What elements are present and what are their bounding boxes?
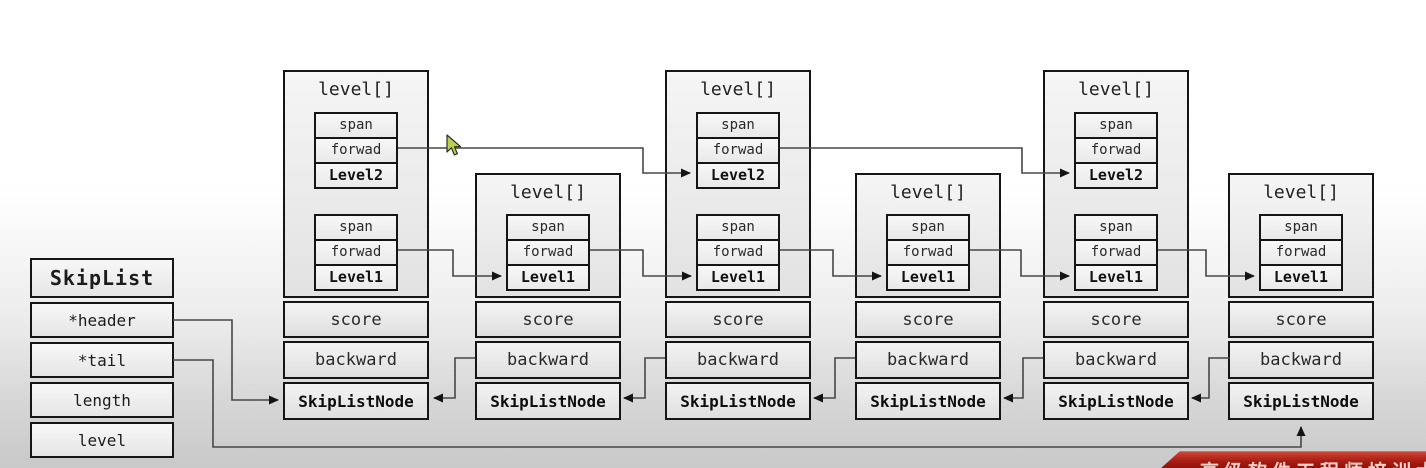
banner-text: 高级软件工程师培训大厂: [1200, 457, 1426, 468]
arrow-node5-backward-to-node4: [1003, 357, 1043, 403]
level1-cell: Level1: [1261, 266, 1341, 289]
node-footer: SkipListNode: [855, 382, 1001, 420]
level1-cell: Level1: [888, 266, 968, 289]
level-array-box: level[] span forwad Level2 span forwad L…: [665, 70, 811, 298]
forward-cell: forwad: [1076, 139, 1156, 164]
level1-cell: Level1: [508, 266, 588, 289]
skiplist-field-header: *header: [30, 302, 174, 338]
level1-box: span forwad Level1: [696, 214, 780, 291]
level1-box: span forwad Level1: [314, 214, 398, 291]
span-cell: span: [888, 216, 968, 241]
level-array-box: level[] span forwad Level1: [1228, 173, 1374, 298]
level-array-box: level[] span forwad Level1: [855, 173, 1001, 298]
level2-box: span forwad Level2: [1074, 112, 1158, 189]
level2-cell: Level2: [1076, 164, 1156, 187]
level1-cell: Level1: [698, 266, 778, 289]
level-array-label: level[]: [318, 79, 394, 100]
forward-cell: forwad: [698, 139, 778, 164]
arrow-node3-backward-to-node2: [623, 357, 665, 403]
level1-box: span forwad Level1: [1074, 214, 1158, 291]
arrow-node1-level2-forward-to-node3: [398, 147, 691, 178]
arrow-node6-backward-to-node5: [1191, 357, 1230, 403]
forward-cell: forwad: [316, 241, 396, 266]
level2-box: span forwad Level2: [696, 112, 780, 189]
score-row: score: [1228, 301, 1374, 338]
level-array-label: level[]: [1078, 79, 1154, 100]
backward-row: backward: [475, 341, 621, 379]
forward-cell: forwad: [698, 241, 778, 266]
span-cell: span: [698, 114, 778, 139]
node-footer: SkipListNode: [475, 382, 621, 420]
course-ad-banner: 高级软件工程师培训大厂: [1160, 451, 1426, 468]
arrow-node3-level2-forward-to-node5: [780, 147, 1070, 178]
level1-box: span forwad Level1: [506, 214, 590, 291]
node-footer: SkipListNode: [1228, 382, 1374, 420]
backward-row: backward: [665, 341, 811, 379]
skiplist-field-tail: *tail: [30, 342, 174, 378]
level-array-label: level[]: [510, 182, 586, 203]
level1-box: span forwad Level1: [1259, 214, 1343, 291]
forward-cell: forwad: [888, 241, 968, 266]
arrow-node2-backward-to-node1: [433, 357, 475, 403]
level2-cell: Level2: [316, 164, 396, 187]
level2-box: span forwad Level2: [314, 112, 398, 189]
node-footer: SkipListNode: [665, 382, 811, 420]
node-footer: SkipListNode: [283, 382, 429, 420]
span-cell: span: [316, 114, 396, 139]
level-array-label: level[]: [1263, 182, 1339, 203]
level1-cell: Level1: [1076, 266, 1156, 289]
backward-row: backward: [283, 341, 429, 379]
backward-row: backward: [1043, 341, 1189, 379]
level-array-box: level[] span forwad Level2 span forwad L…: [1043, 70, 1189, 298]
span-cell: span: [1076, 216, 1156, 241]
arrow-node4-backward-to-node3: [813, 357, 855, 403]
forward-cell: forwad: [1261, 241, 1341, 266]
span-cell: span: [1076, 114, 1156, 139]
forward-cell: forwad: [508, 241, 588, 266]
skiplist-field-length: length: [30, 382, 174, 418]
forward-cell: forwad: [316, 139, 396, 164]
backward-row: backward: [855, 341, 1001, 379]
span-cell: span: [698, 216, 778, 241]
level-array-label: level[]: [890, 182, 966, 203]
score-row: score: [1043, 301, 1189, 338]
span-cell: span: [508, 216, 588, 241]
forward-cell: forwad: [1076, 241, 1156, 266]
level1-box: span forwad Level1: [886, 214, 970, 291]
arrow-header-to-node1: [173, 319, 279, 405]
span-cell: span: [316, 216, 396, 241]
skiplist-struct-title: SkipList: [30, 258, 174, 298]
score-row: score: [475, 301, 621, 338]
score-row: score: [665, 301, 811, 338]
skiplist-field-level: level: [30, 422, 174, 458]
score-row: score: [855, 301, 1001, 338]
node-footer: SkipListNode: [1043, 382, 1189, 420]
span-cell: span: [1261, 216, 1341, 241]
level-array-box: level[] span forwad Level2 span forwad L…: [283, 70, 429, 298]
level2-cell: Level2: [698, 164, 778, 187]
level-array-label: level[]: [700, 79, 776, 100]
backward-row: backward: [1228, 341, 1374, 379]
level-array-box: level[] span forwad Level1: [475, 173, 621, 298]
score-row: score: [283, 301, 429, 338]
mouse-cursor-icon: [446, 134, 462, 156]
level1-cell: Level1: [316, 266, 396, 289]
